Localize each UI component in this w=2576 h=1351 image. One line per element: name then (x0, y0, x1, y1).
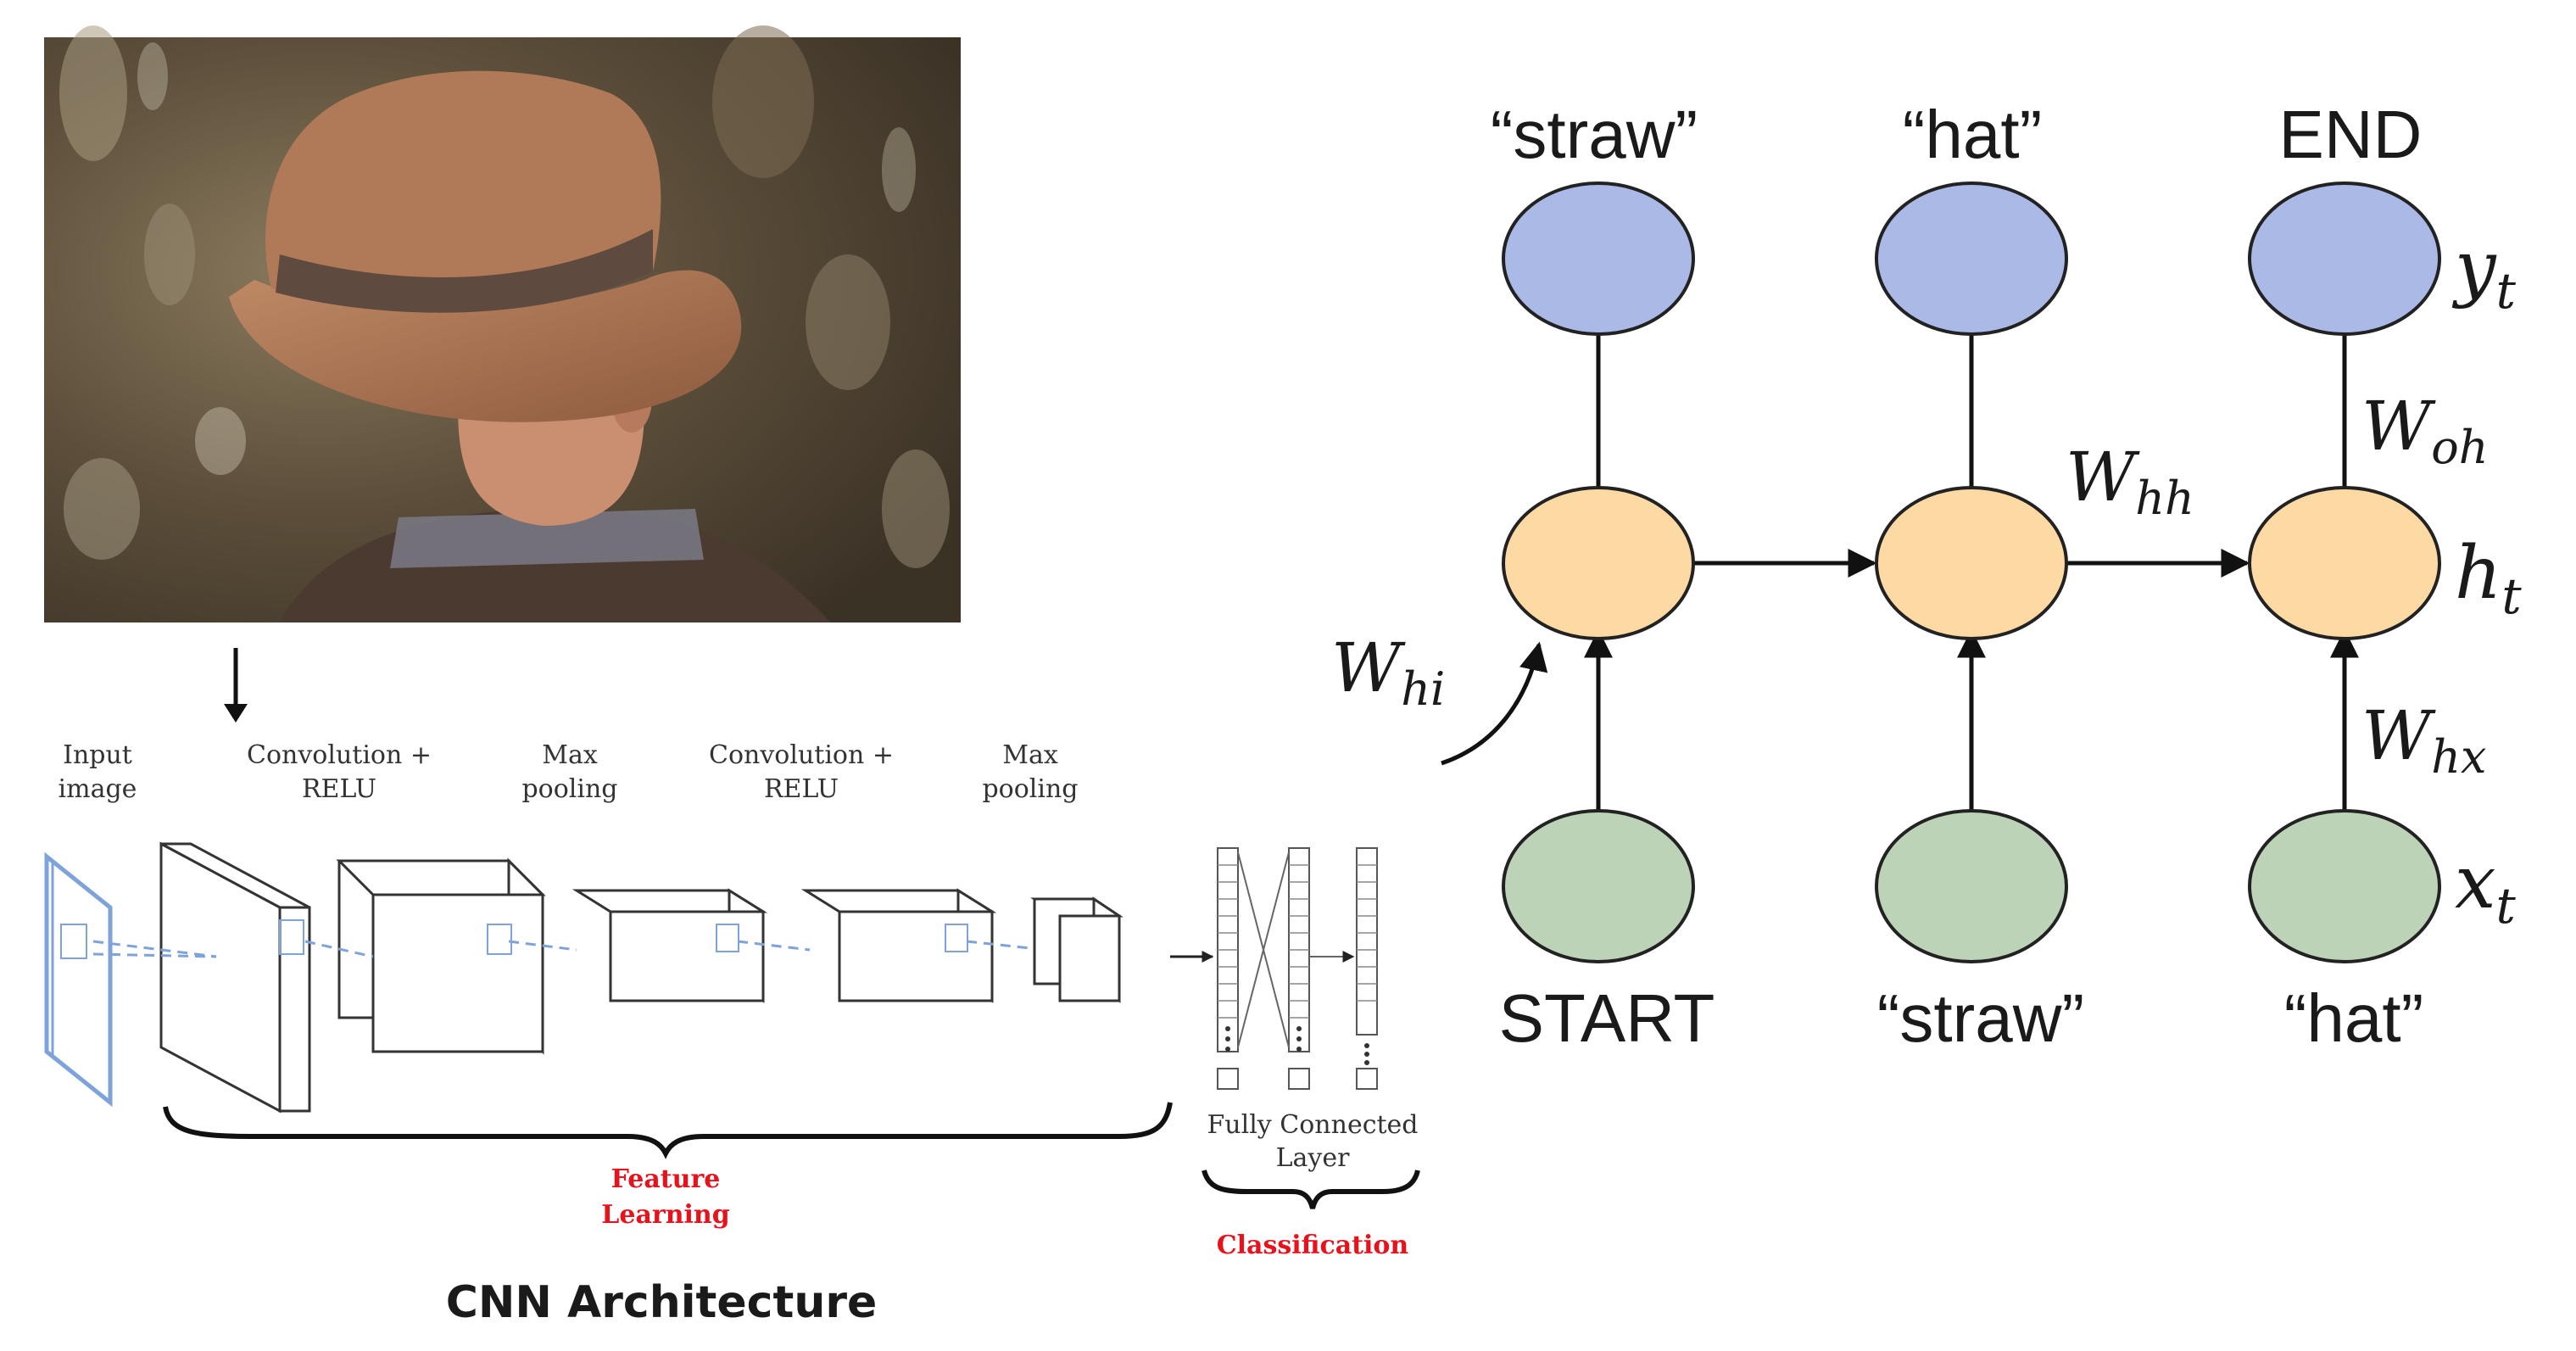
photo-man-with-hat (44, 25, 961, 622)
rnn-label-xt: xt (2455, 840, 2517, 935)
rnn-diagram: “straw” “hat” END START “straw” “hat” (1331, 97, 2522, 1056)
cnn-flow-arrows (92, 940, 1031, 958)
cnn-pool2-block (800, 888, 997, 1003)
cnn-label-input-line1: Input (63, 740, 132, 770)
cnn-label-conv1-line1: Convolution + (247, 740, 432, 770)
cnn-label-pool1-line1: Max (542, 740, 598, 770)
rnn-weight-whi-sub: hi (1401, 662, 1445, 716)
rnn-hidden-node-2 (1875, 486, 2068, 640)
rnn-weight-whh: Whh (2066, 438, 2194, 525)
cnn-pool1-block (336, 857, 546, 1055)
rnn-output-node-2 (1875, 181, 2068, 336)
cnn-fc-label-line2: Layer (1276, 1143, 1351, 1173)
cnn-fc-label-line1: Fully Connected (1207, 1110, 1418, 1140)
photo-to-cnn-arrow (224, 648, 248, 723)
cnn-classification-brace (1202, 1170, 1420, 1209)
cnn-feature-label-line2: Learning (601, 1200, 729, 1230)
rnn-weight-woh-sub: oh (2431, 421, 2488, 474)
rnn-input-node-2 (1875, 809, 2068, 963)
cnn-caption: CNN Architecture (446, 1277, 878, 1328)
rnn-weight-whx: Whx (2361, 696, 2486, 784)
rnn-input-node-3 (2248, 809, 2441, 963)
cnn-fc-ellipsis (1225, 1026, 1369, 1065)
rnn-input-word-1: START (1499, 980, 1715, 1056)
rnn-weight-whh-main: W (2066, 438, 2140, 516)
cnn-conv2-block (572, 888, 768, 1003)
cnn-label-pool2-line2: pooling (982, 774, 1078, 804)
rnn-weight-whi: Whi (1331, 628, 1445, 716)
cnn-label-conv1-line2: RELU (302, 774, 376, 804)
rnn-label-xt-main: x (2455, 840, 2496, 925)
rnn-input-word-3: “hat” (2284, 980, 2424, 1056)
rnn-arrow-whi (1441, 641, 1548, 766)
rnn-hidden-node-1 (1502, 486, 1695, 640)
cnn-label-pool2-line1: Max (1002, 740, 1058, 770)
rnn-weight-whx-main: W (2361, 696, 2436, 775)
cnn-feature-brace (163, 1102, 1173, 1159)
cnn-input-image-plane (44, 851, 113, 1108)
cnn-label-conv2-line1: Convolution + (709, 740, 894, 770)
rnn-label-ht: ht (2455, 531, 2522, 625)
rnn-input-node-1 (1502, 809, 1695, 963)
rnn-input-word-2: “straw” (1877, 980, 2084, 1056)
rnn-output-word-3: END (2279, 97, 2423, 172)
cnn-classification-label: Classification (1217, 1231, 1409, 1260)
cnn-feature-label-line1: Feature (611, 1164, 721, 1194)
cnn-label-conv2-line2: RELU (764, 774, 839, 804)
rnn-weight-woh: Woh (2361, 387, 2489, 474)
cnn-conv1-block (159, 841, 311, 1114)
cnn-architecture: Input image Convolution + RELU Max pooli… (44, 740, 1420, 1328)
rnn-output-node-1 (1502, 181, 1695, 336)
cnn-label-input-line2: image (59, 774, 137, 804)
rnn-label-xt-sub: t (2496, 877, 2517, 935)
cnn-label-pool1-line2: pooling (521, 774, 617, 804)
cnn-fc-cells (1218, 864, 1377, 1019)
rnn-weight-whi-main: W (1331, 628, 1406, 707)
rnn-output-node-3 (2248, 181, 2441, 336)
rnn-label-ht-sub: t (2501, 567, 2522, 625)
rnn-weight-whx-sub: hx (2431, 730, 2486, 784)
rnn-output-word-2: “hat” (1903, 97, 2043, 172)
rnn-label-yt-main: y (2451, 226, 2497, 310)
cnn-final-feature-block (1030, 896, 1124, 1003)
rnn-weight-whh-sub: hh (2135, 472, 2194, 525)
cnn-fc-connections (1237, 851, 1355, 1048)
rnn-weight-woh-main: W (2361, 387, 2436, 466)
rnn-label-yt-sub: t (2496, 262, 2517, 320)
rnn-output-word-1: “straw” (1491, 97, 1698, 172)
rnn-hidden-node-3 (2248, 486, 2441, 640)
cnn-fully-connected-layer (1217, 847, 1378, 1090)
rnn-label-ht-main: h (2455, 531, 2501, 616)
rnn-label-yt: yt (2451, 226, 2517, 320)
